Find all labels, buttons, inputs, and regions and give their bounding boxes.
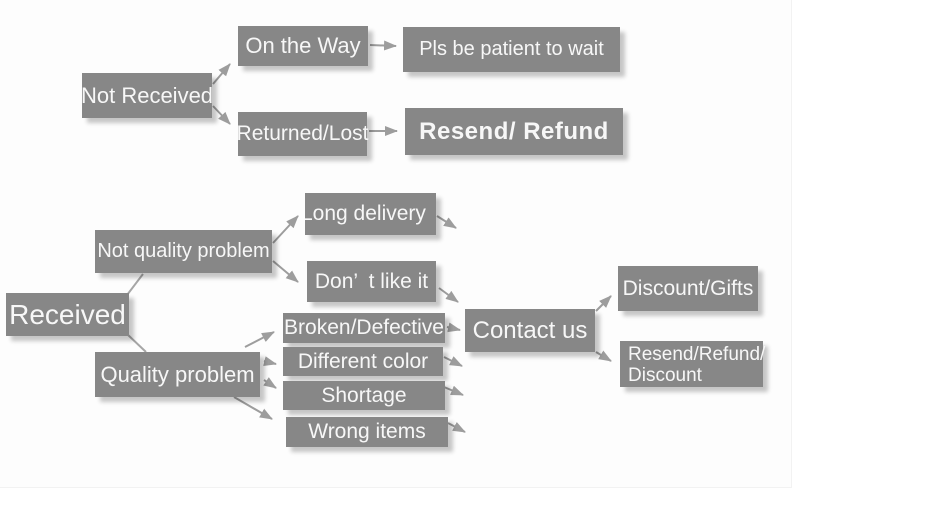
node-resend-refund-discount: Resend/Refund/ Discount	[620, 341, 765, 387]
node-received: Received	[6, 293, 129, 336]
node-pls-be-patient: Pls be patient to wait	[403, 27, 620, 72]
node-long-delivery: Long delivery	[305, 193, 436, 235]
node-shortage: Shortage	[283, 381, 445, 410]
node-resend-refund: Resend/ Refund	[405, 108, 623, 155]
node-quality-problem: Quality problem	[95, 352, 260, 397]
node-on-the-way: On the Way	[238, 26, 368, 66]
node-different-color: Different color	[283, 347, 443, 376]
node-not-received: Not Received	[81, 73, 213, 118]
node-discount-gifts: Discount/Gifts	[618, 266, 758, 311]
node-broken-defective: Broken/Defective	[283, 313, 445, 343]
node-contact-us: Contact us	[465, 309, 595, 352]
node-returned-lost: Returned/Lost	[237, 112, 368, 156]
node-wrong-items: Wrong items	[286, 417, 448, 447]
node-dont-like-it: Don’ t like it	[307, 261, 436, 302]
node-not-quality-problem: Not quality problem	[95, 230, 272, 273]
